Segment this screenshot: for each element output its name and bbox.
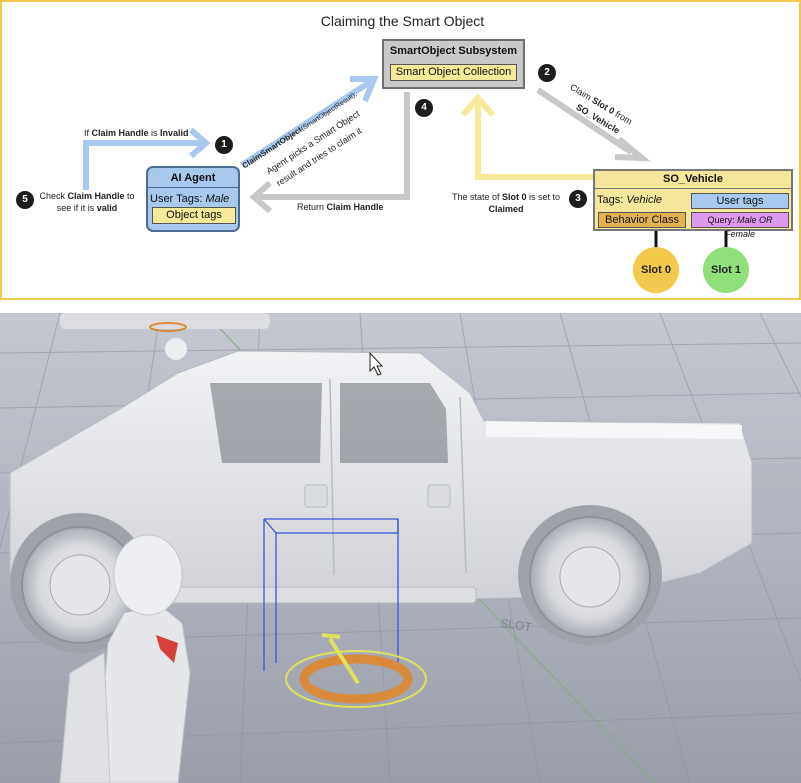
smart-object-collection: Smart Object Collection [390,64,517,81]
step-4-badge: 4 [415,99,433,117]
step-3-badge: 3 [569,190,587,208]
pickup-truck [9,350,753,653]
arrow-claim-slot [536,87,651,162]
invalid-handle-label: If Claim Handle is Invalid [84,128,189,138]
step-4-label: Return Claim Handle [297,202,384,212]
arrow-return-handle [249,92,410,214]
agent-user-tags: User Tags: Male [150,193,230,205]
slot-bounds-box [263,518,399,671]
mouse-cursor-icon [369,351,384,376]
vehicle-user-tags: User tags [691,193,789,209]
arrow-check-invalid [83,127,211,190]
diagram-arrows [83,76,728,248]
front-window [210,383,322,463]
agent-title: AI Agent [170,172,216,184]
vehicle-behavior-class: Behavior Class [598,212,686,228]
arrow-claim-smart-object [240,76,379,168]
ground-slot-text: SLOT [500,616,534,634]
so-vehicle-box: SO_Vehicle Tags: Vehicle User tags Behav… [593,169,793,239]
distant-sphere [165,338,187,360]
arrow-slot-claimed [460,93,594,180]
vehicle-tags: Tags: Vehicle [597,194,663,206]
slot-ring-marker [285,633,427,708]
step-3-label: The state of Slot 0 is set to Claimed [451,192,561,214]
step-5-label: Check Claim Handle to see if it is valid [39,191,135,213]
mannequin-character [59,534,191,783]
step-5-badge: 5 [16,191,34,209]
rear-window [340,383,448,463]
diagram-title: Claiming the Smart Object [320,13,485,29]
step-1-badge: 1 [215,136,233,154]
step-2-badge: 2 [538,64,556,82]
ai-agent-box: AI Agent User Tags: Male Object tags [146,166,240,232]
vehicle-query: Query: Male OR Female [691,212,789,239]
scene-render: SLOT [0,313,801,783]
subsystem-title: SmartObject Subsystem [389,45,518,57]
smart-object-diagram: Claiming the Smart Object [0,0,801,300]
slot-1: Slot 1 [703,247,749,293]
slot-0: Slot 0 [633,247,679,293]
vehicle-title: SO_Vehicle [663,173,723,185]
agent-object-tags: Object tags [152,207,236,224]
smartobject-subsystem-box: SmartObject Subsystem Smart Object Colle… [382,39,525,89]
distant-vehicle [60,313,270,329]
bed-rail [486,421,742,439]
viewport-scene[interactable]: SLOT [0,313,801,783]
distant-slot-marker [149,322,187,332]
